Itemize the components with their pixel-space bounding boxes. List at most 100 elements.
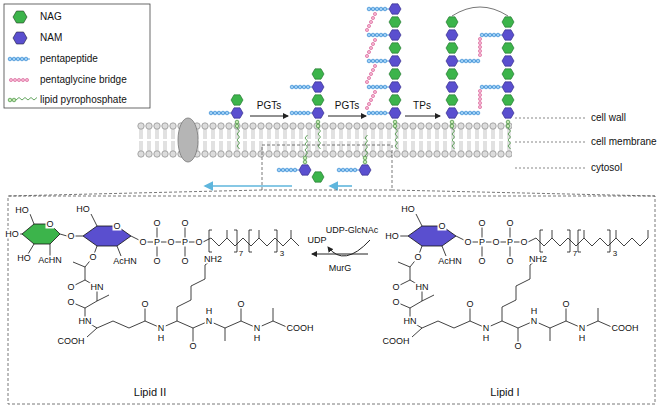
reagent-label: UDP [306,236,327,245]
atom-label: O [138,238,147,247]
molecule-name: Lipid II [134,387,166,398]
atom-label: N [578,324,587,333]
atom-label: H [578,334,587,343]
atom-label: O [152,257,161,266]
atom-label: O [437,222,446,231]
atom-label: O [491,238,500,247]
atom-label: N [530,317,539,326]
glycan-strand [290,69,324,149]
repeat-count: 7 [573,250,577,258]
legend-swatch [13,11,27,23]
atom-label: O [152,219,161,228]
legend-text: NAG [40,12,62,22]
atom-label: HO [14,206,30,215]
crosslinked-peptidoglycan [446,7,514,149]
atom-label: P [181,238,189,247]
lipid-ii-structure [19,214,299,344]
region-label: cell wall [591,113,626,123]
atom-label: H [482,334,491,343]
atom-label: O [477,219,486,228]
enzyme-label: TPs [412,101,432,111]
legend-box [4,4,150,108]
atom-label: H [157,334,166,343]
atom-label: O [505,219,514,228]
lipid-i-structure [396,214,648,344]
atom-label: HO [16,254,32,263]
reagent-label: UDP-GlcNAc [325,226,380,235]
atom-label: O [180,257,189,266]
atom-label: O [66,298,75,307]
atom-label: COOH [382,337,411,346]
atom-label: COOH [286,324,315,333]
atom-label: O [188,342,197,351]
pentaglycine-sample [9,78,28,81]
atom-label: N [253,324,262,333]
legend-text: NAM [40,33,62,43]
atom-label: COOH [57,337,86,346]
cytosolic-precursors [205,135,371,186]
atom-label: O [166,238,175,247]
atom-label: O [463,238,472,247]
atom-label: H [253,334,262,343]
region-label: cell membrane [591,137,657,147]
atom-label: P [153,238,161,247]
legend-swatch [13,32,27,44]
atom-label: H [205,307,214,316]
reaction-arrow [250,116,440,117]
atom-label: HO [384,232,400,241]
pentapeptide-sample [8,57,30,61]
enzyme-label: PGTs [256,101,282,111]
atom-label: H [530,307,539,316]
atom-label: O [391,298,400,307]
atom-label: O [561,300,570,309]
atom-label: O [66,232,75,241]
atom-label: HO [75,205,91,214]
atom-label: O [180,219,189,228]
atom-label: O [465,300,474,309]
atom-label: HN [403,317,418,326]
atom-label: AcHN [37,256,63,265]
region-label: cytosol [591,163,622,173]
atom-label: O [519,238,528,247]
zoom-outline [8,145,655,404]
atom-label: N [205,317,214,326]
atom-label: O [236,300,245,309]
atom-label: HO [400,205,416,214]
atom-label: O [112,222,121,231]
atom-label: O [140,300,149,309]
glycan-strand [365,4,401,149]
legend-text: pentaglycine bridge [40,75,127,85]
lipid-ii-stage [209,95,243,149]
atom-label: AcHN [437,257,463,266]
legend-text: pentapeptide [40,54,98,64]
atom-label: AcHN [112,257,138,266]
atom-label: O [513,342,522,351]
atom-label: P [478,238,486,247]
enzyme-label: PGTs [334,101,360,111]
atom-label: HN [415,283,430,292]
enzyme-label: MurG [328,264,353,273]
repeat-count: 3 [280,250,284,258]
atom-label: O [413,253,422,262]
atom-label: HN [78,317,93,326]
atom-label: O [194,238,203,247]
atom-label: O [391,283,400,292]
repeat-count: 3 [613,250,617,258]
atom-label: O [45,220,54,229]
atom-label: N [482,324,491,333]
molecule-name: Lipid I [490,387,519,398]
atom-label: HN [90,283,105,292]
flippase [178,118,198,162]
atom-label: NH2 [528,255,548,264]
atom-label: HO [4,230,20,239]
atom-label: NH2 [203,255,223,264]
repeat-count: 7 [239,250,243,258]
atom-label: P [506,238,514,247]
lipid-sample [8,98,37,102]
legend-text: lipid pyrophosphate [40,95,127,105]
atom-label: O [66,283,75,292]
atom-label: O [477,257,486,266]
